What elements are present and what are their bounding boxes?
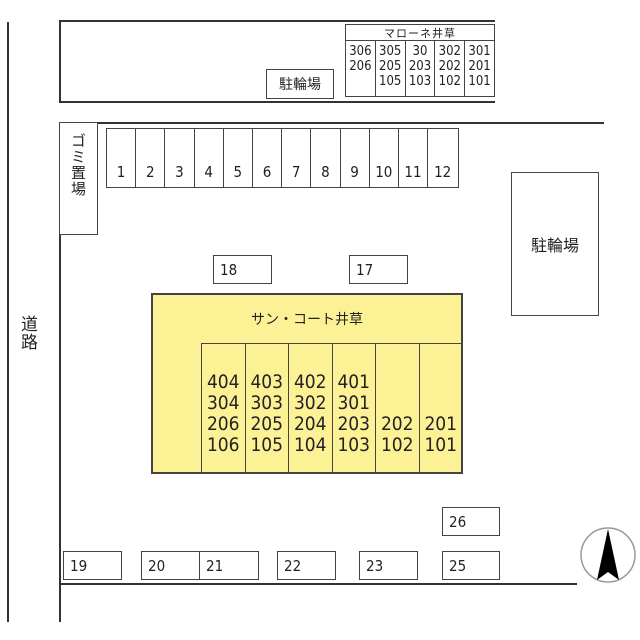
bike-parking-top-label: 駐輪場 [279,77,321,93]
unit-number: 301 [468,44,491,59]
unit-number: 103 [337,434,371,456]
garbage-area-label: ゴミ置場 [69,133,87,197]
unit-number: 105 [379,74,402,89]
unit-number: 305 [379,44,402,59]
garbage-area: ゴミ置場 [59,122,98,235]
parking-stall-22: 22 [277,551,336,580]
north-arrow-icon [578,525,638,585]
top-lot-top-line [59,20,495,22]
bike-parking-right: 駐輪場 [511,172,599,316]
main-building-name: サン・コート井草 [251,312,363,328]
unit-number: 205 [379,59,402,74]
parking-stall-5: 5 [224,129,253,187]
parking-stall-26: 26 [442,507,500,536]
main-lot-top-line [59,122,604,124]
parking-stall-19: 19 [63,551,122,580]
bike-parking-top: 駐輪場 [266,69,334,99]
parking-row-top: 1 2 3 4 5 6 7 8 9 10 11 12 [106,128,459,188]
unit-column: 403 303 205 105 [244,344,289,474]
unit-number: 30 [412,44,428,59]
parking-stall-4: 4 [195,129,224,187]
road-edge-line [7,22,9,622]
unit-number: 203 [408,59,432,74]
road-label: 道路 [17,315,37,351]
unit-number: 105 [250,434,284,456]
unit-number: 303 [250,392,284,414]
parking-stall-9: 9 [341,129,370,187]
parking-stall-7: 7 [282,129,312,187]
unit-number: 202 [380,413,414,435]
main-building: サン・コート井草 404 304 206 106 403 303 205 105… [151,293,463,474]
marone-building: マローネ井草 306 206 305 205 105 30 203 103 30… [345,24,495,97]
parking-stall-12: 12 [434,163,452,181]
unit-column: 402 302 204 104 [288,344,332,474]
unit-number: 306 [349,44,372,59]
unit-number: 203 [337,413,371,435]
unit-number: 103 [408,74,432,89]
unit-number: 401 [337,371,371,393]
unit-number: 205 [250,413,284,435]
unit-number: 101 [468,74,491,89]
unit-number: 302 [293,392,327,414]
parking-stall-2: 2 [136,129,166,187]
marone-unit-column: 30 203 103 [406,41,436,97]
parking-stall-17: 17 [349,255,408,284]
unit-column: 404 304 206 106 [201,344,245,474]
parking-stall-10: 10 [370,129,399,187]
marone-units: 306 206 305 205 105 30 203 103 302 202 1… [346,41,494,97]
marone-unit-column: 301 201 101 [465,41,494,97]
unit-number: 402 [293,371,327,393]
unit-number: 403 [250,371,284,393]
unit-number: 206 [349,59,372,74]
parking-stall-20: 20 [141,551,201,580]
unit-number: 302 [438,44,461,59]
top-lot-bottom-line [59,101,495,103]
marone-unit-column: 306 206 [346,41,376,97]
unit-number: 304 [206,392,240,414]
unit-number: 201 [468,59,491,74]
parking-stall-6: 6 [253,129,283,187]
parking-stall-25: 25 [442,551,500,580]
main-building-units: 404 304 206 106 403 303 205 105 402 302 … [201,343,463,474]
unit-number: 106 [206,434,240,456]
unit-number: 206 [206,413,240,435]
unit-column: 401 301 203 103 [331,344,376,474]
marone-building-name: マローネ井草 [346,25,494,41]
unit-number: 104 [293,434,327,456]
unit-number: 102 [438,74,461,89]
parking-stall-21: 21 [199,551,259,580]
parking-stall-3: 3 [165,129,195,187]
main-lot-left-line [59,122,61,622]
unit-number: 301 [337,392,371,414]
unit-number: 404 [206,371,240,393]
unit-column: 201 101 [418,344,463,474]
bike-parking-right-label: 駐輪場 [530,236,579,255]
unit-number: 204 [293,413,327,435]
parking-stall-11: 11 [399,129,429,187]
marone-unit-column: 302 202 102 [435,41,466,97]
unit-number: 202 [438,59,461,74]
parking-stall-18: 18 [213,255,272,284]
parking-stall-8: 8 [311,129,341,187]
unit-number: 201 [424,413,458,435]
parking-stall-23: 23 [359,551,418,580]
marone-unit-column: 305 205 105 [376,41,406,97]
main-lot-bottom-line [59,583,577,585]
unit-number: 102 [380,434,414,456]
parking-stall-1: 1 [107,129,137,187]
unit-number: 101 [424,434,458,456]
unit-column: 202 102 [375,344,419,474]
